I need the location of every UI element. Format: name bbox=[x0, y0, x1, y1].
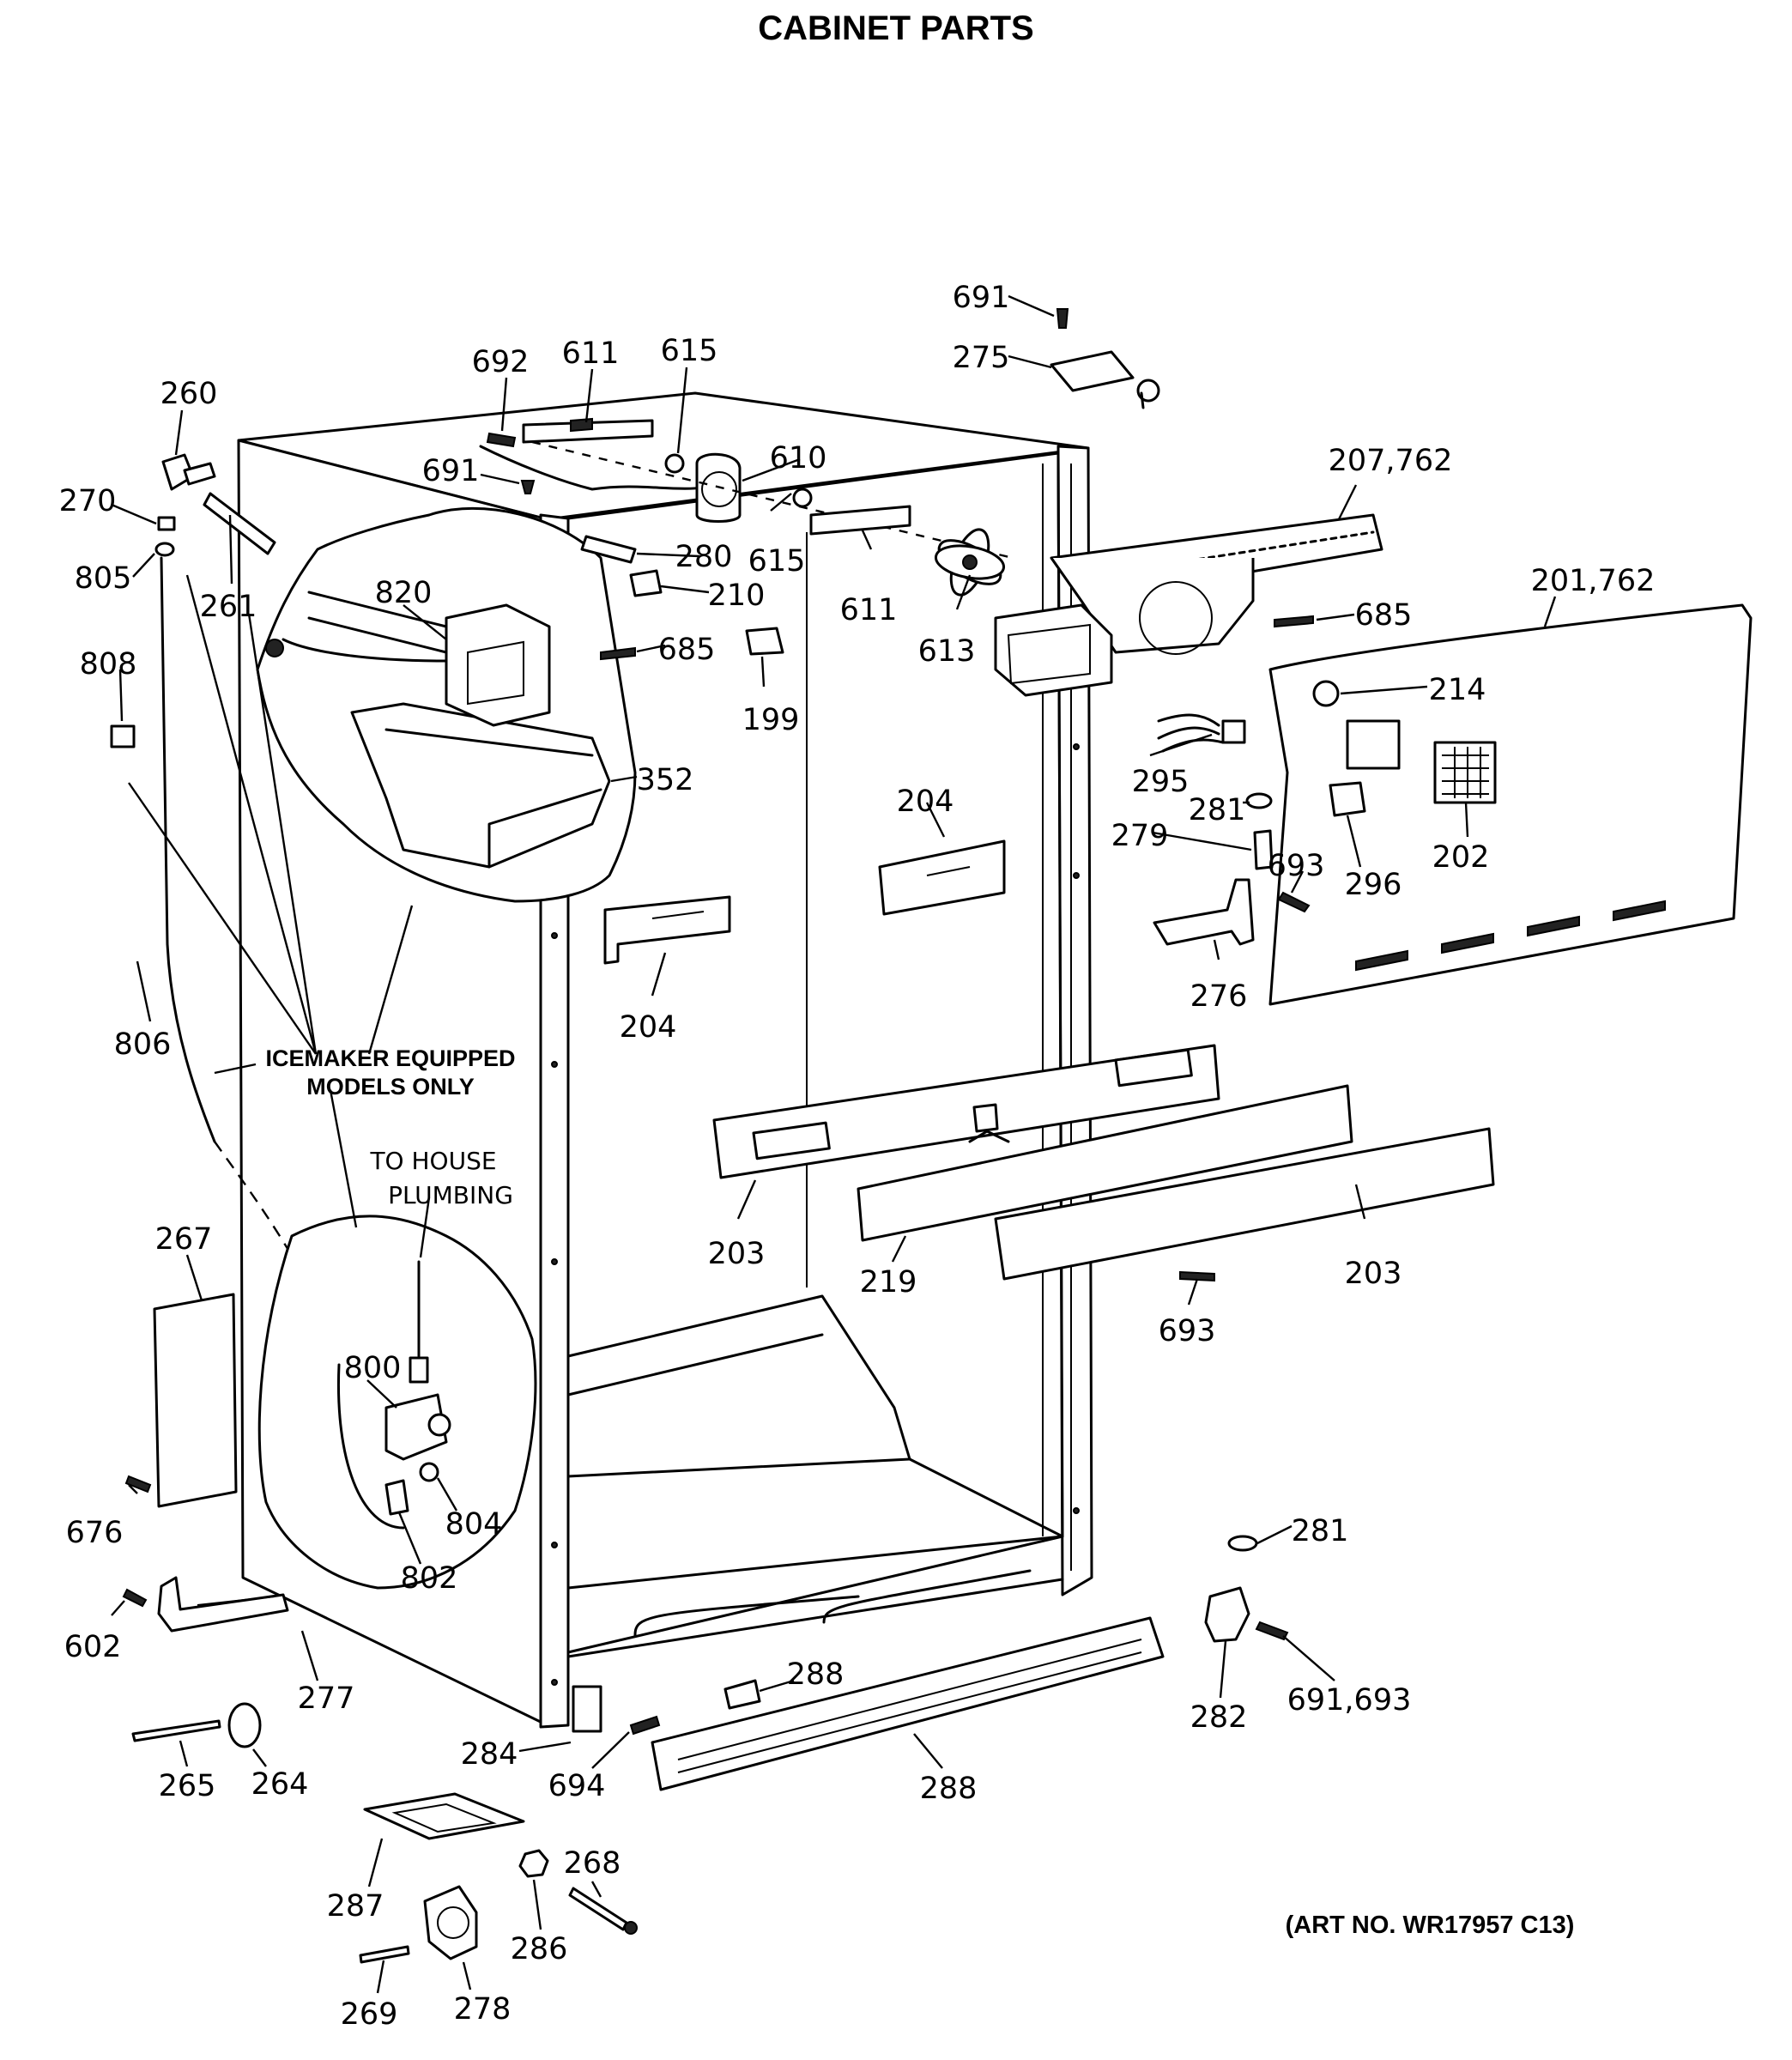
leader-lines bbox=[111, 294, 1557, 1994]
label-611-top: 611 bbox=[562, 336, 620, 371]
label-214: 214 bbox=[1429, 673, 1486, 707]
label-276: 276 bbox=[1190, 979, 1248, 1014]
label-275: 275 bbox=[953, 341, 1010, 375]
label-800: 800 bbox=[344, 1351, 402, 1385]
label-691-693: 691,693 bbox=[1287, 1683, 1412, 1718]
art-number: (ART NO. WR17957 C13) bbox=[1286, 1912, 1575, 1939]
label-203-right: 203 bbox=[1345, 1257, 1402, 1291]
label-210: 210 bbox=[708, 579, 766, 613]
label-352: 352 bbox=[637, 763, 694, 797]
label-284: 284 bbox=[461, 1737, 518, 1772]
label-802: 802 bbox=[401, 1561, 458, 1596]
icemaker-note-line2: MODELS ONLY bbox=[306, 1074, 475, 1100]
plumbing-note-line2: PLUMBING bbox=[388, 1181, 513, 1209]
label-691-top: 691 bbox=[953, 281, 1010, 315]
label-201-762: 201,762 bbox=[1531, 564, 1656, 598]
label-261: 261 bbox=[200, 590, 257, 624]
label-613: 613 bbox=[918, 634, 976, 669]
label-296: 296 bbox=[1345, 868, 1402, 902]
label-199: 199 bbox=[742, 703, 800, 737]
label-281-low: 281 bbox=[1292, 1514, 1349, 1548]
label-204-right: 204 bbox=[897, 785, 954, 819]
label-277: 277 bbox=[298, 1681, 355, 1716]
label-288-low: 288 bbox=[920, 1772, 978, 1806]
label-269: 269 bbox=[341, 1997, 398, 2032]
label-203-left: 203 bbox=[708, 1237, 766, 1271]
top-hardware bbox=[486, 308, 1753, 1006]
icemaker-note-line1: ICEMAKER EQUIPPED bbox=[265, 1045, 515, 1071]
label-267: 267 bbox=[155, 1222, 213, 1257]
label-202: 202 bbox=[1432, 840, 1490, 875]
part-labels: 691 275 692 611 615 260 207,762 610 691 … bbox=[59, 281, 1656, 2032]
label-278: 278 bbox=[454, 1992, 512, 2027]
water-line-parts bbox=[110, 453, 1289, 1964]
label-615-mid: 615 bbox=[748, 544, 806, 579]
label-808: 808 bbox=[80, 647, 137, 682]
label-295: 295 bbox=[1132, 765, 1190, 799]
label-820: 820 bbox=[375, 576, 433, 610]
label-286: 286 bbox=[511, 1932, 568, 1966]
label-806: 806 bbox=[114, 1027, 172, 1062]
label-288-mid: 288 bbox=[787, 1657, 845, 1692]
label-265: 265 bbox=[159, 1769, 216, 1803]
plumbing-note-line1: TO HOUSE bbox=[369, 1147, 496, 1175]
label-693-low: 693 bbox=[1159, 1314, 1216, 1348]
label-602: 602 bbox=[64, 1630, 122, 1664]
label-282: 282 bbox=[1190, 1700, 1248, 1735]
label-281-mid: 281 bbox=[1189, 793, 1246, 827]
label-204-left: 204 bbox=[620, 1010, 677, 1045]
page-title: CABINET PARTS bbox=[758, 9, 1033, 47]
label-287: 287 bbox=[327, 1889, 384, 1924]
label-279: 279 bbox=[1111, 819, 1169, 853]
label-219: 219 bbox=[860, 1265, 917, 1300]
label-685-mid: 685 bbox=[658, 633, 716, 667]
label-270: 270 bbox=[59, 484, 117, 518]
label-691-mid: 691 bbox=[422, 454, 480, 488]
label-685-right: 685 bbox=[1355, 598, 1413, 633]
shelf-rails bbox=[712, 1044, 1495, 1282]
label-805: 805 bbox=[75, 561, 132, 596]
label-692: 692 bbox=[472, 345, 530, 379]
label-693-mid: 693 bbox=[1268, 849, 1325, 883]
label-676: 676 bbox=[66, 1516, 124, 1550]
label-264: 264 bbox=[251, 1767, 309, 1802]
label-615-top: 615 bbox=[661, 334, 718, 368]
label-804: 804 bbox=[445, 1507, 503, 1542]
label-610: 610 bbox=[770, 441, 827, 476]
label-260: 260 bbox=[160, 377, 218, 411]
label-611-mid: 611 bbox=[840, 593, 898, 627]
label-694: 694 bbox=[548, 1769, 606, 1803]
label-280: 280 bbox=[675, 540, 733, 574]
label-268: 268 bbox=[564, 1846, 621, 1881]
icemaker-cutaway bbox=[256, 506, 637, 903]
label-207-762: 207,762 bbox=[1329, 444, 1453, 478]
